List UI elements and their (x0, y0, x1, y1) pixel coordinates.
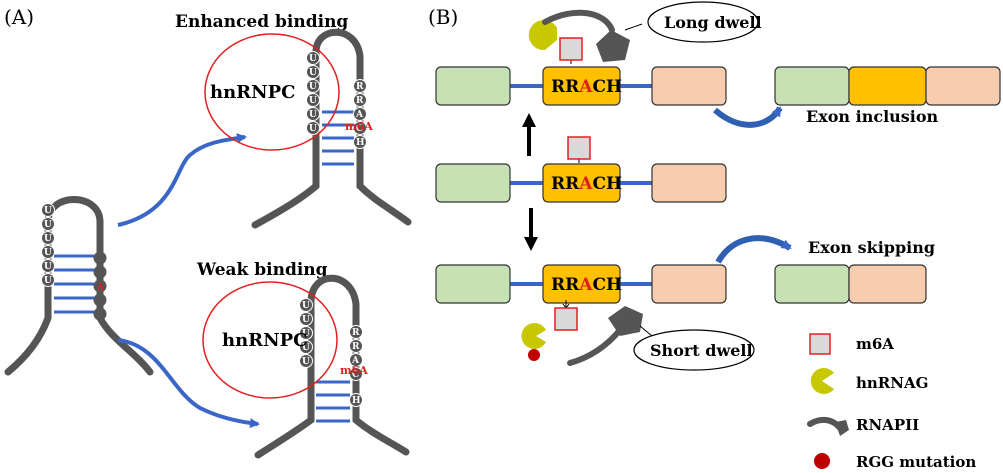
rnapii-pentagon-icon (835, 420, 849, 436)
svg-text:R: R (352, 342, 360, 352)
rrach-exon-box (542, 163, 621, 203)
u-tract: U U U U U (299, 298, 313, 368)
rgg-dot-icon (814, 453, 830, 469)
arrow-to-enhanced (117, 133, 247, 227)
svg-text:U: U (302, 357, 310, 367)
exon-upstream (435, 264, 511, 304)
legend-label: m6A (856, 335, 894, 353)
m6a-square-icon (567, 136, 591, 160)
transcript-top: RRACH Long dwell (435, 1, 762, 106)
weak-hairpin: U U U U U R R A C H m6A (254, 274, 410, 459)
svg-text:U: U (44, 206, 52, 216)
rrach-label: RRACH (551, 77, 622, 97)
exon-inclusion-label: Exon inclusion (806, 107, 939, 126)
m6a-mark: m6A (340, 364, 368, 377)
short-dwell-bubble (633, 329, 755, 371)
legend-label: RNAPII (856, 416, 919, 434)
svg-text:U: U (309, 54, 317, 64)
hnrnpc-ring-enhanced (204, 33, 340, 151)
enhanced-hairpin: U U U U U U R R A C H m6A (251, 28, 412, 229)
hairpin-strand (4, 196, 154, 376)
svg-text:U: U (309, 124, 317, 134)
svg-text:U: U (44, 234, 52, 244)
exon-downstream (925, 66, 1001, 106)
included-product (774, 66, 1001, 106)
panel-a-label: (A) (4, 5, 34, 29)
svg-text:U: U (302, 329, 310, 339)
svg-text:R: R (356, 96, 364, 106)
u-tract: U U U U U U (41, 203, 55, 287)
svg-text:U: U (302, 343, 310, 353)
svg-text:R: R (356, 82, 364, 92)
arrow-to-weak (117, 338, 260, 429)
short-dwell-label: Short dwell (650, 341, 753, 360)
rrach-exon-box (542, 66, 621, 106)
legend: m6A hnRNAG RNAPII RGG mutation (807, 333, 976, 471)
svg-text:H: H (352, 396, 361, 406)
enhanced-title: Enhanced binding (175, 12, 348, 32)
skipped-product (774, 264, 927, 304)
long-dwell-label: Long dwell (664, 13, 762, 32)
svg-text:U: U (44, 262, 52, 272)
m6a-mark: m6A (345, 120, 373, 133)
svg-text:U: U (302, 315, 310, 325)
hnrnpg-pacman-icon (810, 368, 834, 394)
u-tract: U U U U U U (306, 51, 320, 135)
exon-downstream (651, 264, 727, 304)
base-pairs (54, 254, 94, 314)
hnrnpc-label-weak: hnRNPC (222, 330, 307, 351)
svg-text:A: A (351, 356, 360, 366)
drach-motif: A (93, 251, 107, 321)
hnrnpg-pacman-icon (521, 323, 546, 349)
hnrnpg-pacman-icon (528, 20, 557, 51)
hnrnpc-label-enhanced: hnRNPC (210, 82, 295, 103)
exon-downstream (651, 163, 727, 203)
svg-text:C: C (352, 370, 359, 380)
svg-text:C: C (356, 124, 363, 134)
svg-text:U: U (309, 96, 317, 106)
inclusion-arrow (713, 106, 783, 128)
exon-upstream (435, 66, 511, 106)
svg-text:U: U (309, 82, 317, 92)
legend-label: RGG mutation (856, 453, 976, 471)
m6a-square-icon (809, 333, 831, 355)
svg-text:H: H (356, 138, 365, 148)
exon-downstream (848, 264, 927, 304)
svg-text:U: U (44, 248, 52, 258)
m6a-square-icon (559, 37, 583, 61)
exon-upstream (774, 66, 850, 106)
legend-label: hnRNAG (856, 374, 928, 392)
svg-text:U: U (309, 68, 317, 78)
rgg-dot-icon (528, 349, 540, 361)
exon-upstream (435, 163, 511, 203)
m6a-square-icon (554, 307, 578, 331)
exon-middle (848, 66, 927, 106)
long-dwell-bubble (647, 1, 759, 43)
panel-b-label: (B) (428, 5, 458, 29)
rnapii-pentagon-icon (608, 306, 643, 336)
rnapii-pentagon-icon (596, 30, 630, 62)
rrach-exon-box (542, 264, 621, 304)
transcript-middle: RRACH (435, 136, 727, 203)
transcript-bottom: RRACH Short dwell (435, 264, 755, 371)
exon-skipping-label: Exon skipping (808, 238, 935, 257)
svg-text:R: R (352, 328, 360, 338)
svg-text:U: U (309, 110, 317, 120)
exon-upstream (774, 264, 850, 304)
skipping-arrow (715, 235, 792, 264)
rrach-label: RRACH (551, 275, 622, 295)
hnrnpc-ring-weak (202, 281, 338, 399)
source-hairpin: U U U U U U A (4, 196, 154, 376)
rrach-motif: R R A C H (353, 79, 367, 149)
a-mark: A (96, 283, 105, 293)
svg-text:A: A (355, 110, 364, 120)
exon-downstream (651, 66, 727, 106)
svg-text:U: U (302, 301, 310, 311)
rrach-motif: R R A C H (349, 325, 363, 407)
rrach-label: RRACH (551, 174, 622, 194)
svg-text:U: U (44, 276, 52, 286)
svg-text:U: U (44, 220, 52, 230)
weak-title: Weak binding (196, 260, 328, 280)
